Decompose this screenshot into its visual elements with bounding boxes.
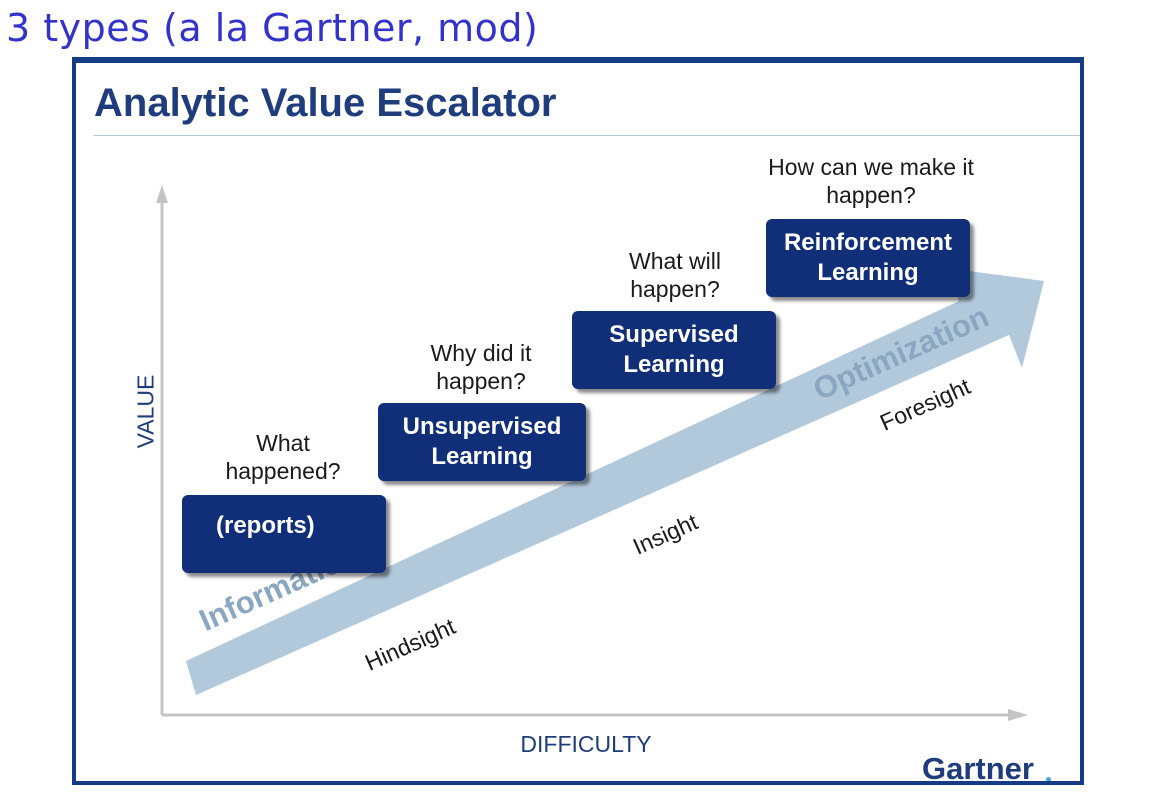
step-box-unsupervised: Unsupervised Learning — [378, 403, 586, 481]
x-axis-arrowhead — [1008, 709, 1028, 721]
escalator-arrow — [186, 268, 1044, 695]
step-question-what-happened: What happened? — [225, 430, 341, 484]
step-question-how: How can we make it happen? — [768, 154, 974, 208]
step-question-what-will: What will happen? — [628, 248, 721, 302]
escalator-figure: Analytic Value Escalator VALUE DIFFICULT… — [72, 57, 1084, 785]
step-label-unsupervised: Unsupervised Learning — [402, 413, 562, 470]
step-label-reports: (reports) — [216, 512, 315, 539]
gartner-logo-dot — [1046, 777, 1051, 781]
step-box-reinforcement: Reinforcement Learning — [766, 219, 970, 297]
step-label-supervised: Supervised Learning — [609, 321, 739, 378]
x-axis-label: DIFFICULTY — [520, 731, 652, 757]
gartner-logo: Gartner — [922, 751, 1034, 785]
axes-and-arrow — [156, 185, 1044, 721]
y-axis-arrowhead — [156, 185, 168, 203]
figure-title: Analytic Value Escalator — [94, 81, 557, 125]
step-box-reports: (reports) — [182, 495, 386, 573]
step-question-why: Why did it happen? — [430, 340, 532, 394]
step-box-supervised: Supervised Learning — [572, 311, 776, 389]
slide-title: 3 types (a la Gartner, mod) — [6, 6, 539, 50]
step-label-reinforcement: Reinforcement Learning — [783, 229, 953, 286]
title-divider — [94, 135, 1080, 136]
y-axis-label: VALUE — [132, 374, 159, 449]
